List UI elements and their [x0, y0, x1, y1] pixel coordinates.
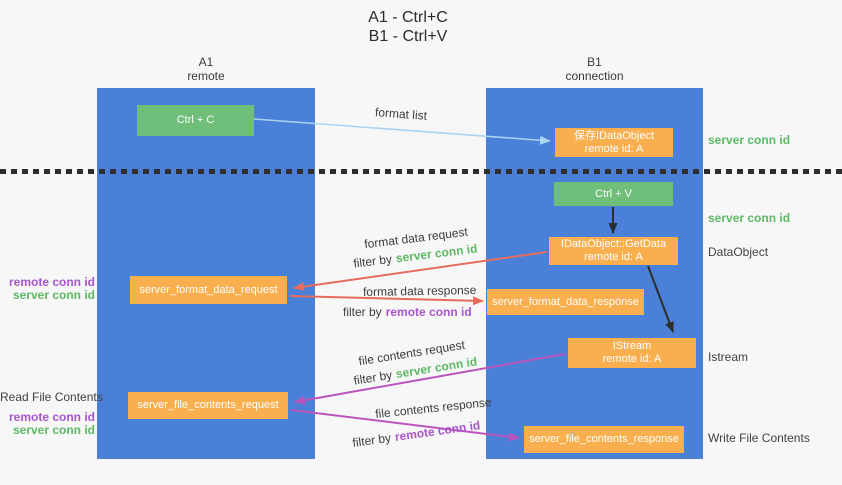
left-conn-id-pair-1: remote conn id server conn id — [0, 276, 95, 302]
file-contents-response-label: file contents response — [374, 394, 493, 422]
ctrl-c-box: Ctrl + C — [137, 105, 254, 136]
server-format-data-response-box: server_format_data_response — [487, 289, 644, 315]
left-conn-id-pair-2: remote conn id server conn id — [0, 411, 95, 437]
diagram-title: A1 - Ctrl+C B1 - Ctrl+V — [0, 8, 829, 46]
getdata-line1: IDataObject::GetData — [560, 238, 667, 250]
ctrl-c-label: Ctrl + C — [176, 114, 215, 126]
column-b1-name: B1 — [587, 55, 602, 69]
istream-box: IStream remote id: A — [568, 338, 696, 368]
save-dataobject-line1: 保存IDataObject — [573, 129, 655, 142]
dataobject-label: DataObject — [708, 245, 769, 259]
right-server-conn-id-1: server conn id — [708, 133, 791, 147]
column-a1-role: remote — [187, 69, 225, 83]
column-a1-name: A1 — [198, 55, 214, 69]
ctrl-v-box: Ctrl + V — [554, 182, 673, 206]
read-file-contents-label: Read File Contents — [0, 390, 103, 404]
title-line-2: B1 - Ctrl+V — [368, 28, 448, 45]
column-b1-role: connection — [565, 69, 624, 83]
left-remote-conn-id-1: remote conn id — [8, 275, 95, 289]
server-format-data-request-box: server_format_data_request — [130, 276, 287, 304]
left-server-conn-id-2: server conn id — [12, 423, 95, 437]
istream-line2: remote id: A — [602, 353, 662, 365]
server-file-contents-request-label: server_file_contents_request — [137, 399, 279, 411]
left-remote-conn-id-2: remote conn id — [8, 410, 95, 424]
phase-separator-dotted-line — [0, 169, 842, 174]
server-format-data-response-label: server_format_data_response — [492, 295, 639, 308]
getdata-box: IDataObject::GetData remote id: A — [549, 237, 678, 265]
server-file-contents-request-box: server_file_contents_request — [128, 392, 288, 419]
server-format-data-request-label: server_format_data_request — [139, 283, 278, 296]
server-file-contents-response-label: server_file_contents_response — [529, 433, 679, 445]
column-header-a1: A1 remote — [97, 55, 315, 83]
getdata-line2: remote id: A — [584, 251, 643, 263]
right-server-conn-id-2: server conn id — [708, 211, 791, 225]
save-dataobject-box: 保存IDataObject remote id: A — [555, 128, 673, 157]
save-dataobject-line2: remote id: A — [584, 142, 644, 155]
column-header-b1: B1 connection — [486, 55, 703, 83]
server-file-contents-response-box: server_file_contents_response — [524, 426, 684, 453]
left-server-conn-id-1: server conn id — [12, 288, 95, 302]
format-data-response-label: format data response — [362, 283, 477, 299]
istream-side-label: Istream — [708, 350, 749, 364]
write-file-contents-label: Write File Contents — [708, 431, 810, 445]
ctrl-v-label: Ctrl + V — [595, 187, 632, 200]
format-list-label: format list — [374, 105, 428, 123]
istream-line1: IStream — [612, 340, 652, 352]
title-line-1: A1 - Ctrl+C — [368, 9, 448, 26]
